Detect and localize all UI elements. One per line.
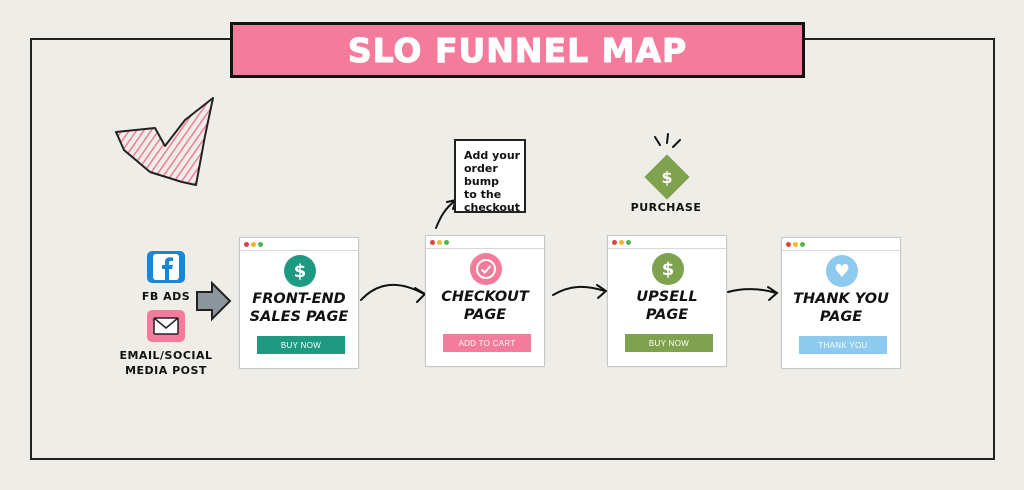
flow-arrowhead-2 [596,284,608,299]
fb-ads-label: FB ADS [141,290,191,303]
thank-you-button[interactable]: THANK YOU [799,336,887,354]
buy-now-button[interactable]: BUY NOW [625,334,713,352]
thank-you-page-card: ♥ THANK YOU PAGE THANK YOU [781,237,901,369]
source-arrow [196,280,232,322]
page-title: SLO FUNNEL MAP [347,30,688,70]
card-title: THANK YOU PAGE [793,291,889,325]
upsell-page-card: $ UPSELL PAGE BUY NOW [607,235,727,367]
window-dots [786,242,805,247]
purchase-dollar-glyph: $ [661,167,673,187]
purchase-label: PURCHASE [630,201,702,214]
check-circle-icon [470,253,502,285]
sparkle-line-3 [672,139,681,148]
window-dots [612,240,631,245]
card-title: UPSELL PAGE [636,289,698,323]
front-end-sales-page-card: $ FRONT-END SALES PAGE BUY NOW [239,237,359,369]
window-dots [430,240,449,245]
email-social-label: EMAIL/SOCIAL MEDIA POST [119,349,213,377]
facebook-source [146,250,186,284]
heart-icon: ♥ [826,255,858,287]
flow-arrow-2 [552,285,606,296]
card-title: FRONT-END SALES PAGE [249,291,349,325]
dollar-icon: $ [652,253,684,285]
email-icon [147,310,185,342]
checkout-page-card: CHECKOUT PAGE ADD TO CART [425,235,545,367]
order-bump-note: Add your order bump to the checkout [454,139,526,214]
dollar-icon: $ [284,255,316,287]
flow-arrow-1 [360,283,425,301]
flow-arrowhead-3 [767,286,779,301]
flow-arrow-3 [727,288,777,294]
buy-now-button[interactable]: BUY NOW [257,336,345,354]
crown-icon [115,97,214,186]
card-title: CHECKOUT PAGE [441,289,529,323]
add-to-cart-button[interactable]: ADD TO CART [443,334,531,352]
note-pointer-arrow [435,200,456,229]
sparkle-line-1 [654,136,661,146]
facebook-icon [147,251,185,283]
email-source [146,309,186,343]
title-banner: SLO FUNNEL MAP [230,22,805,78]
window-dots [244,242,263,247]
sparkle-line-2 [666,133,669,144]
